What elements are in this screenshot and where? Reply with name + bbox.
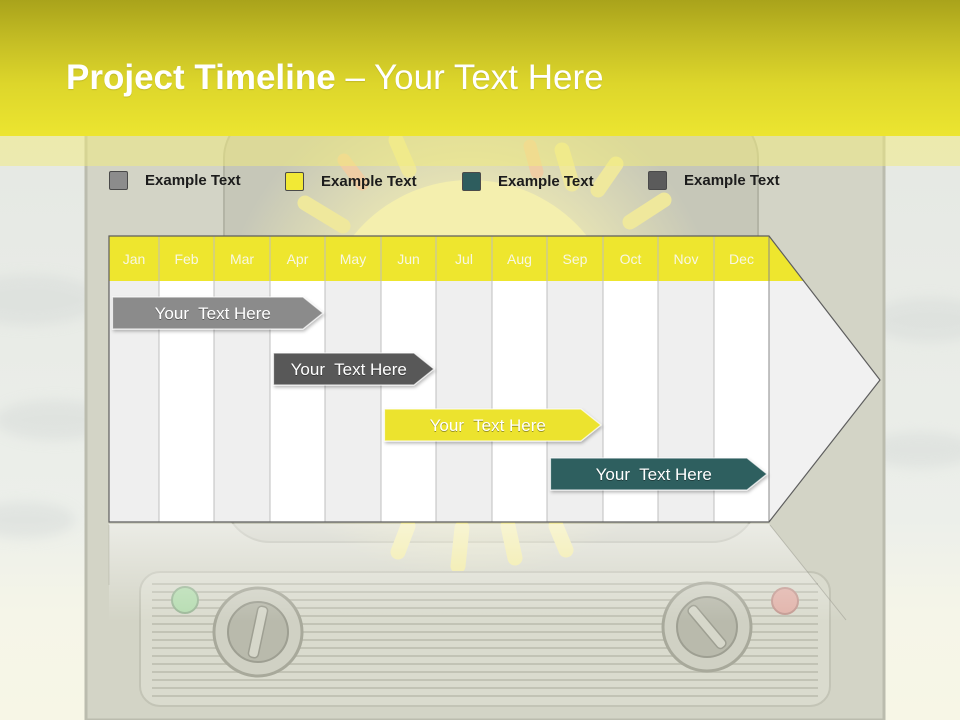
- timeline-arrowhead: [769, 281, 880, 522]
- title-band-strip: [0, 136, 960, 166]
- month-labels: Jan Feb Mar Apr May Jun Jul Aug Sep Oct …: [123, 251, 754, 267]
- timeline-task-bar: Your Text Here: [549, 457, 768, 491]
- month-label-dec: Dec: [729, 251, 754, 267]
- task-bar-arrow: [549, 457, 768, 491]
- timeline-task-bar: Your Text Here: [272, 352, 435, 386]
- timeline-task-bar: Your Text Here: [383, 408, 602, 442]
- month-label-sep: Sep: [563, 251, 588, 267]
- legend-label: Example Text: [498, 173, 594, 190]
- month-column: [436, 281, 492, 522]
- timeline-arrow-outline: [108, 235, 881, 523]
- task-bar-arrow: [272, 352, 435, 386]
- task-bar-arrow: [383, 408, 602, 442]
- month-label-may: May: [340, 251, 366, 267]
- task-bar-label: Your Text Here: [291, 360, 407, 379]
- timeline-reflection: [108, 524, 848, 622]
- legend-item: Example Text: [462, 172, 594, 191]
- month-label-nov: Nov: [674, 251, 699, 267]
- month-label-oct: Oct: [620, 251, 642, 267]
- slide-title-bold: Project Timeline: [66, 58, 336, 97]
- month-column: [325, 281, 381, 522]
- slide-title: Project Timeline – Your Text Here: [66, 58, 604, 98]
- legend-item: Example Text: [648, 171, 780, 190]
- month-label-jul: Jul: [455, 251, 473, 267]
- legend-swatch: [109, 171, 128, 190]
- task-bar-label: Your Text Here: [596, 465, 712, 484]
- month-column: [492, 281, 547, 522]
- legend-swatch: [285, 172, 304, 191]
- legend-swatch: [648, 171, 667, 190]
- legend-label: Example Text: [684, 172, 780, 189]
- legend-item: Example Text: [285, 172, 417, 191]
- legend-swatch: [462, 172, 481, 191]
- title-band: [0, 0, 960, 136]
- month-label-aug: Aug: [507, 251, 532, 267]
- task-bar-label: Your Text Here: [155, 304, 271, 323]
- legend-label: Example Text: [321, 173, 417, 190]
- timeline-header-row: [109, 236, 804, 281]
- month-label-jan: Jan: [123, 251, 146, 267]
- month-label-mar: Mar: [230, 251, 254, 267]
- month-label-apr: Apr: [287, 251, 309, 267]
- legend-item: Example Text: [109, 171, 241, 190]
- month-label-feb: Feb: [174, 251, 198, 267]
- task-bar-arrow: [111, 296, 324, 330]
- month-label-jun: Jun: [397, 251, 420, 267]
- timeline-task-bar: Your Text Here: [111, 296, 324, 330]
- legend-label: Example Text: [145, 172, 241, 189]
- month-column: [381, 281, 436, 522]
- slide-title-subtitle: – Your Text Here: [335, 58, 604, 97]
- task-bar-label: Your Text Here: [430, 416, 546, 435]
